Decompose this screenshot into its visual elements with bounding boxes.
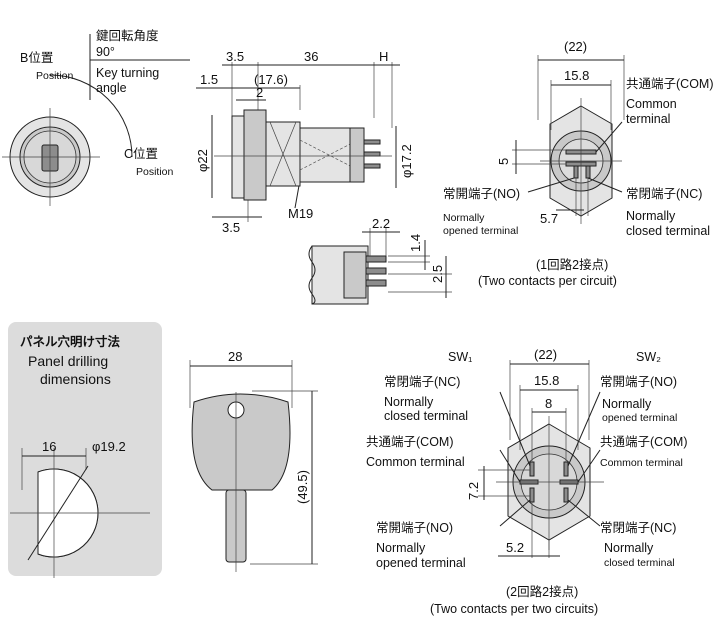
- nc-label-jp: 常閉端子(NC): [626, 187, 702, 201]
- no-right-en-2: opened terminal: [602, 412, 677, 424]
- nc-label-en-2: closed terminal: [626, 224, 710, 238]
- flange: [231, 115, 245, 199]
- angle-en-1: Key turning: [96, 66, 159, 80]
- sw2-nc-terminal: [563, 487, 569, 503]
- sw2-label: SW₂: [636, 350, 661, 364]
- com-right-en: Common terminal: [600, 457, 683, 469]
- nc-left-en-2: closed terminal: [384, 409, 468, 423]
- dim-15-8: 15.8: [564, 68, 589, 83]
- dim-phi17-2: φ17.2: [399, 144, 414, 178]
- terminal-detail: 2.2 1.4 2.5: [308, 216, 452, 305]
- one-circuit-view: (22) 15.8 5 5.7 共通端子(COM) Common termina…: [443, 39, 714, 288]
- dim-5-7: 5.7: [540, 211, 558, 226]
- dim-2-5: 2.5: [430, 265, 445, 283]
- terminal-pin-3: [363, 163, 381, 169]
- no-right-jp: 常開端子(NO): [600, 375, 677, 389]
- nc-right-en-2: closed terminal: [604, 557, 675, 569]
- sw1-label: SW₁: [448, 350, 472, 364]
- key-drawing: 28 (49.5): [189, 349, 318, 572]
- side-view: 3.5 36 H 1.5 (17.6) 2 φ22 φ17.2 3.5 M19: [195, 49, 414, 235]
- no-label-jp: 常開端子(NO): [443, 187, 520, 201]
- no-left-en-1: Normally: [376, 541, 426, 555]
- two-circuit-view: SW₁ SW₂ (22) 15.8 8 7.2 5.2 常閉端子(NC) Nor…: [366, 347, 688, 616]
- no-terminal: [573, 165, 579, 179]
- dim-3-5-bottom: 3.5: [222, 220, 240, 235]
- dim-phi22: φ22: [195, 149, 210, 172]
- nc-right-en-1: Normally: [604, 541, 654, 555]
- no-left-jp: 常開端子(NO): [376, 521, 453, 535]
- one-circuit-caption-jp: (1回路2接点): [536, 257, 608, 272]
- b-position-jp: B位置: [20, 50, 53, 65]
- no-left-en-2: opened terminal: [376, 556, 466, 570]
- nc-left-jp: 常閉端子(NC): [384, 375, 460, 389]
- panel-drilling: パネル穴明け寸法 Panel drilling dimensions 16 φ1…: [8, 322, 162, 578]
- two-circuit-caption-en: (Two contacts per two circuits): [430, 602, 598, 616]
- angle-jp: 鍵回転角度: [96, 28, 159, 43]
- angle-en-2: angle: [96, 81, 127, 95]
- dim-2-2: 2.2: [372, 216, 390, 231]
- terminal-pin-2: [363, 151, 381, 157]
- com-label-jp: 共通端子(COM): [626, 77, 714, 91]
- com-left-jp: 共通端子(COM): [366, 435, 454, 449]
- rear-housing: [349, 127, 365, 183]
- nc-label-en-1: Normally: [626, 209, 676, 223]
- dim-28: 28: [228, 349, 242, 364]
- dim-49-5: (49.5): [295, 470, 310, 504]
- com-right-jp: 共通端子(COM): [600, 435, 688, 449]
- dim-phi19-2: φ19.2: [92, 439, 126, 454]
- terminal-pin-1: [363, 139, 381, 145]
- detail-pin-2: [365, 267, 387, 275]
- dim-h: H: [379, 49, 388, 64]
- dim-5: 5: [496, 158, 511, 165]
- dim-17-6: (17.6): [254, 72, 288, 87]
- no-label-en-1: Normally: [443, 212, 485, 224]
- panel-title-jp: パネル穴明け寸法: [20, 334, 121, 349]
- dim-8: 8: [545, 396, 552, 411]
- com-label-en-2: terminal: [626, 112, 670, 126]
- angle-value: 90°: [96, 45, 115, 59]
- no-right-en-1: Normally: [602, 397, 652, 411]
- nc-left-en-1: Normally: [384, 395, 434, 409]
- dim-5-2: 5.2: [506, 540, 524, 555]
- panel-title-en-1: Panel drilling: [28, 353, 108, 369]
- dim-36: 36: [304, 49, 318, 64]
- front-view: B位置 Position 鍵回転角度 90° Key turning angle…: [2, 28, 190, 206]
- c-position-en: Position: [136, 166, 174, 178]
- rotation-arc: [49, 74, 133, 158]
- detail-pin-1: [365, 255, 387, 263]
- thread-m19: M19: [288, 206, 313, 221]
- two-circuit-caption-jp: (2回路2接点): [506, 584, 578, 599]
- dim-2: 2: [256, 85, 263, 100]
- dim-16: 16: [42, 439, 56, 454]
- key-head: [191, 393, 291, 491]
- c-position-jp: C位置: [124, 146, 158, 161]
- dim-7-2: 7.2: [466, 482, 481, 500]
- no-label-en-2: opened terminal: [443, 225, 518, 237]
- nut: [243, 109, 267, 201]
- dim-15-8-b: 15.8: [534, 373, 559, 388]
- dim-3-5-top: 3.5: [226, 49, 244, 64]
- sw1-nc-terminal: [529, 461, 535, 477]
- sw1-no-terminal: [529, 487, 535, 503]
- dim-22-b: (22): [534, 347, 557, 362]
- dim-22: (22): [564, 39, 587, 54]
- com-label-en-1: Common: [626, 97, 677, 111]
- b-position-en: Position: [36, 70, 74, 82]
- nc-right-jp: 常閉端子(NC): [600, 521, 676, 535]
- panel-title-en-2: dimensions: [40, 371, 111, 387]
- nc-terminal: [585, 165, 591, 179]
- com-left-en: Common terminal: [366, 455, 465, 469]
- sw2-no-terminal: [563, 461, 569, 477]
- detail-pin-3: [365, 279, 387, 287]
- dim-1-5: 1.5: [200, 72, 218, 87]
- dim-1-4: 1.4: [408, 234, 423, 252]
- one-circuit-caption-en: (Two contacts per circuit): [478, 274, 617, 288]
